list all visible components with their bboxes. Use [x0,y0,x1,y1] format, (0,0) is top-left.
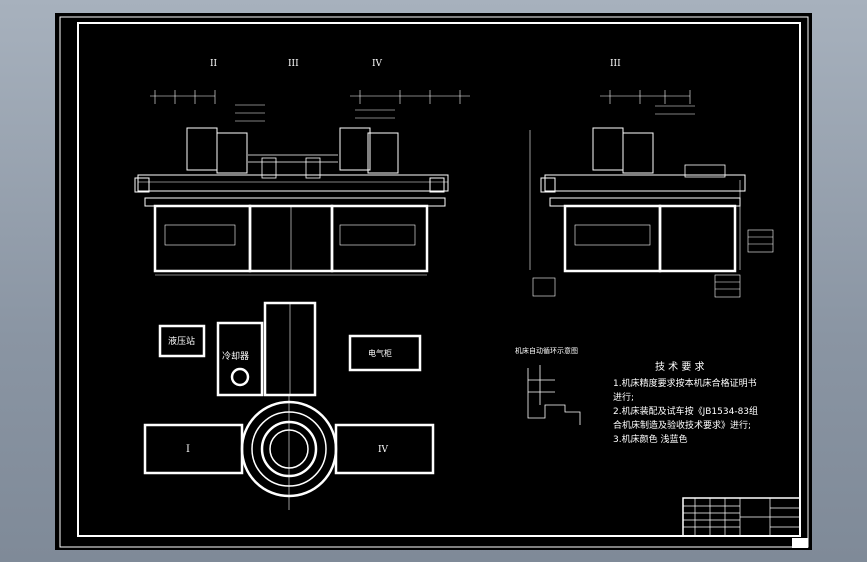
label-II: II [210,59,218,69]
tech-req-line-3: 2.机床装配及试车按《JB1534-83组 [613,405,758,417]
corner-marker [792,538,808,548]
label-electric: 电气柜 [368,348,392,358]
label-hydraulic: 液压站 [168,335,195,347]
schematic-title: 机床自动循环示意图 [515,346,578,355]
front-elevation [134,90,470,276]
label-IV: IV [372,59,383,69]
tech-req-line-1: 1.机床精度要求按本机床合格证明书 [613,377,757,389]
cycle-schematic [527,365,581,425]
label-III-left: III [288,59,299,69]
tech-req-line-5: 3.机床颜色 浅蓝色 [613,433,687,445]
technical-requirements: 技 术 要 求 1.机床精度要求按本机床合格证明书 进行; 2.机床装配及试车按… [613,360,758,445]
outer-frame [59,16,809,548]
label-box-I: I [186,444,190,455]
side-elevation [529,90,774,298]
title-block [682,497,801,537]
tech-req-line-4: 合机床制造及验收技术要求》进行; [613,419,751,431]
tech-req-title: 技 术 要 求 [655,360,705,373]
label-box-IV: IV [378,445,389,455]
label-III-right: III [610,59,621,69]
label-cooler: 冷却器 [222,350,249,362]
tech-req-line-2: 进行; [613,391,634,403]
plan-view [143,301,435,510]
inner-frame [77,22,801,537]
